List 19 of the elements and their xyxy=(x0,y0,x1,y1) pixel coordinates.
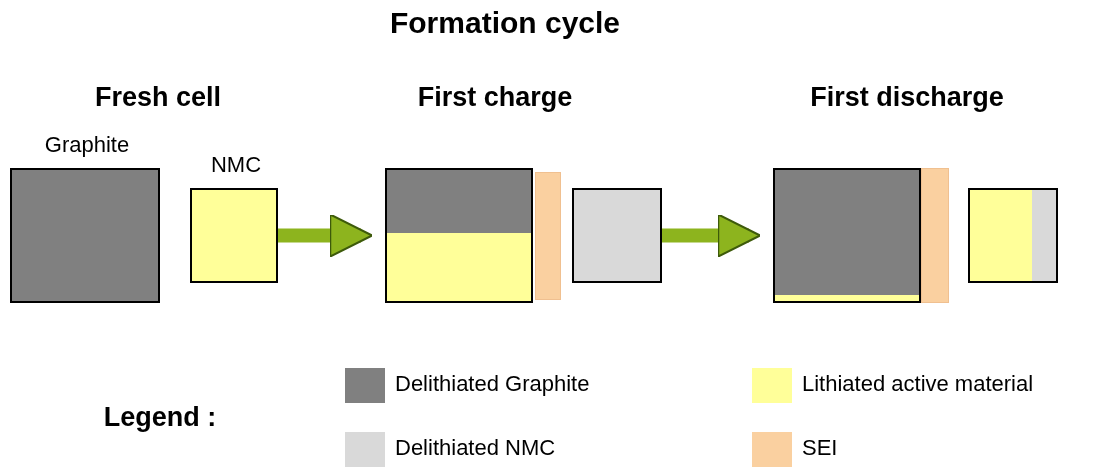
electrode-label: NMC xyxy=(210,152,262,178)
electrode-block xyxy=(968,188,1058,283)
legend-heading: Legend : xyxy=(103,402,217,433)
sei-layer-bar xyxy=(921,168,949,303)
sei-layer-bar xyxy=(535,172,561,300)
legend-text: SEI xyxy=(802,435,838,461)
legend-text: Delithiated NMC xyxy=(395,435,556,461)
stage-heading: First discharge xyxy=(810,82,1004,113)
stage-heading: First charge xyxy=(417,82,573,113)
arrow xyxy=(662,213,762,258)
arrow xyxy=(278,213,374,258)
electrode-block xyxy=(385,168,533,303)
legend-text: Delithiated Graphite xyxy=(395,371,590,397)
electrode-block xyxy=(572,188,662,283)
stage-heading: Fresh cell xyxy=(94,82,222,113)
diagram-title: Formation cycle xyxy=(389,6,621,40)
electrode-block xyxy=(773,168,921,303)
electrode-label: Graphite xyxy=(44,132,130,158)
legend-text: Lithiated active material xyxy=(802,371,1034,397)
